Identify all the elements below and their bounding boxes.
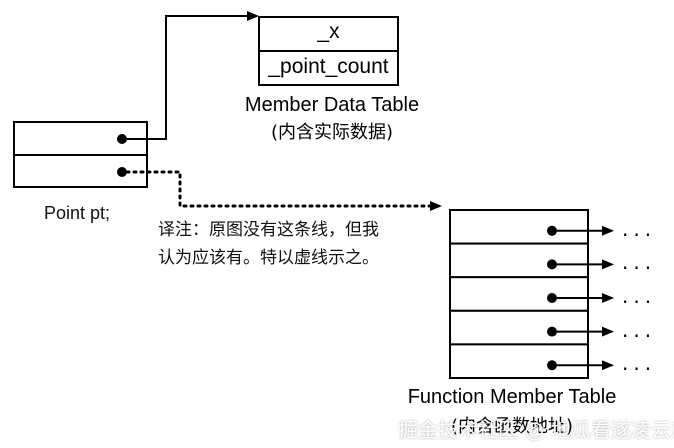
function-continuation-dots: ... <box>622 250 657 275</box>
function-slot-5 <box>449 343 589 379</box>
data-pointer-dot <box>117 134 127 144</box>
translator-note-line1: 译注：原图没有这条线，但我 <box>158 220 379 240</box>
member-row-x: _x <box>317 20 340 43</box>
watermark: 掘金技术社区 @ 地瓜看遂凌云志 <box>398 418 674 442</box>
translator-note-line2: 认为应该有。特以虚线示之。 <box>158 248 379 268</box>
function-table-dotted-arrow <box>125 170 442 211</box>
function-continuation-dots: ... <box>622 317 657 342</box>
function-slot-3 <box>449 276 589 312</box>
point-object-label: Point pt; <box>44 203 111 223</box>
function-pointer-dot <box>547 360 557 371</box>
member-data-table-subtitle: (内含实际数据) <box>270 122 394 143</box>
member-data-table <box>258 16 399 86</box>
function-continuation-dots: ... <box>622 351 657 376</box>
function-pointer-dot <box>547 225 557 236</box>
member-data-table-title: Member Data Table <box>244 94 420 116</box>
function-pointer-dot <box>547 293 557 303</box>
function-slot-1 <box>449 209 589 245</box>
function-pointer-dot <box>547 326 557 337</box>
function-continuation-dots: ... <box>622 284 657 308</box>
function-slot-4 <box>449 309 589 346</box>
data-table-arrow <box>127 11 259 140</box>
function-slot-2 <box>449 242 589 279</box>
point-object-box <box>13 121 148 188</box>
function-member-table-subtitle: (内含函数地址) <box>450 416 574 437</box>
function-continuation-dots: ... <box>622 216 657 241</box>
function-member-table-title: Function Member Table <box>407 386 617 408</box>
function-member-table <box>449 209 614 379</box>
member-row-point-count: _point_count <box>268 55 389 78</box>
function-pointer-dot <box>547 259 557 270</box>
function-pointer-dot <box>117 167 127 177</box>
